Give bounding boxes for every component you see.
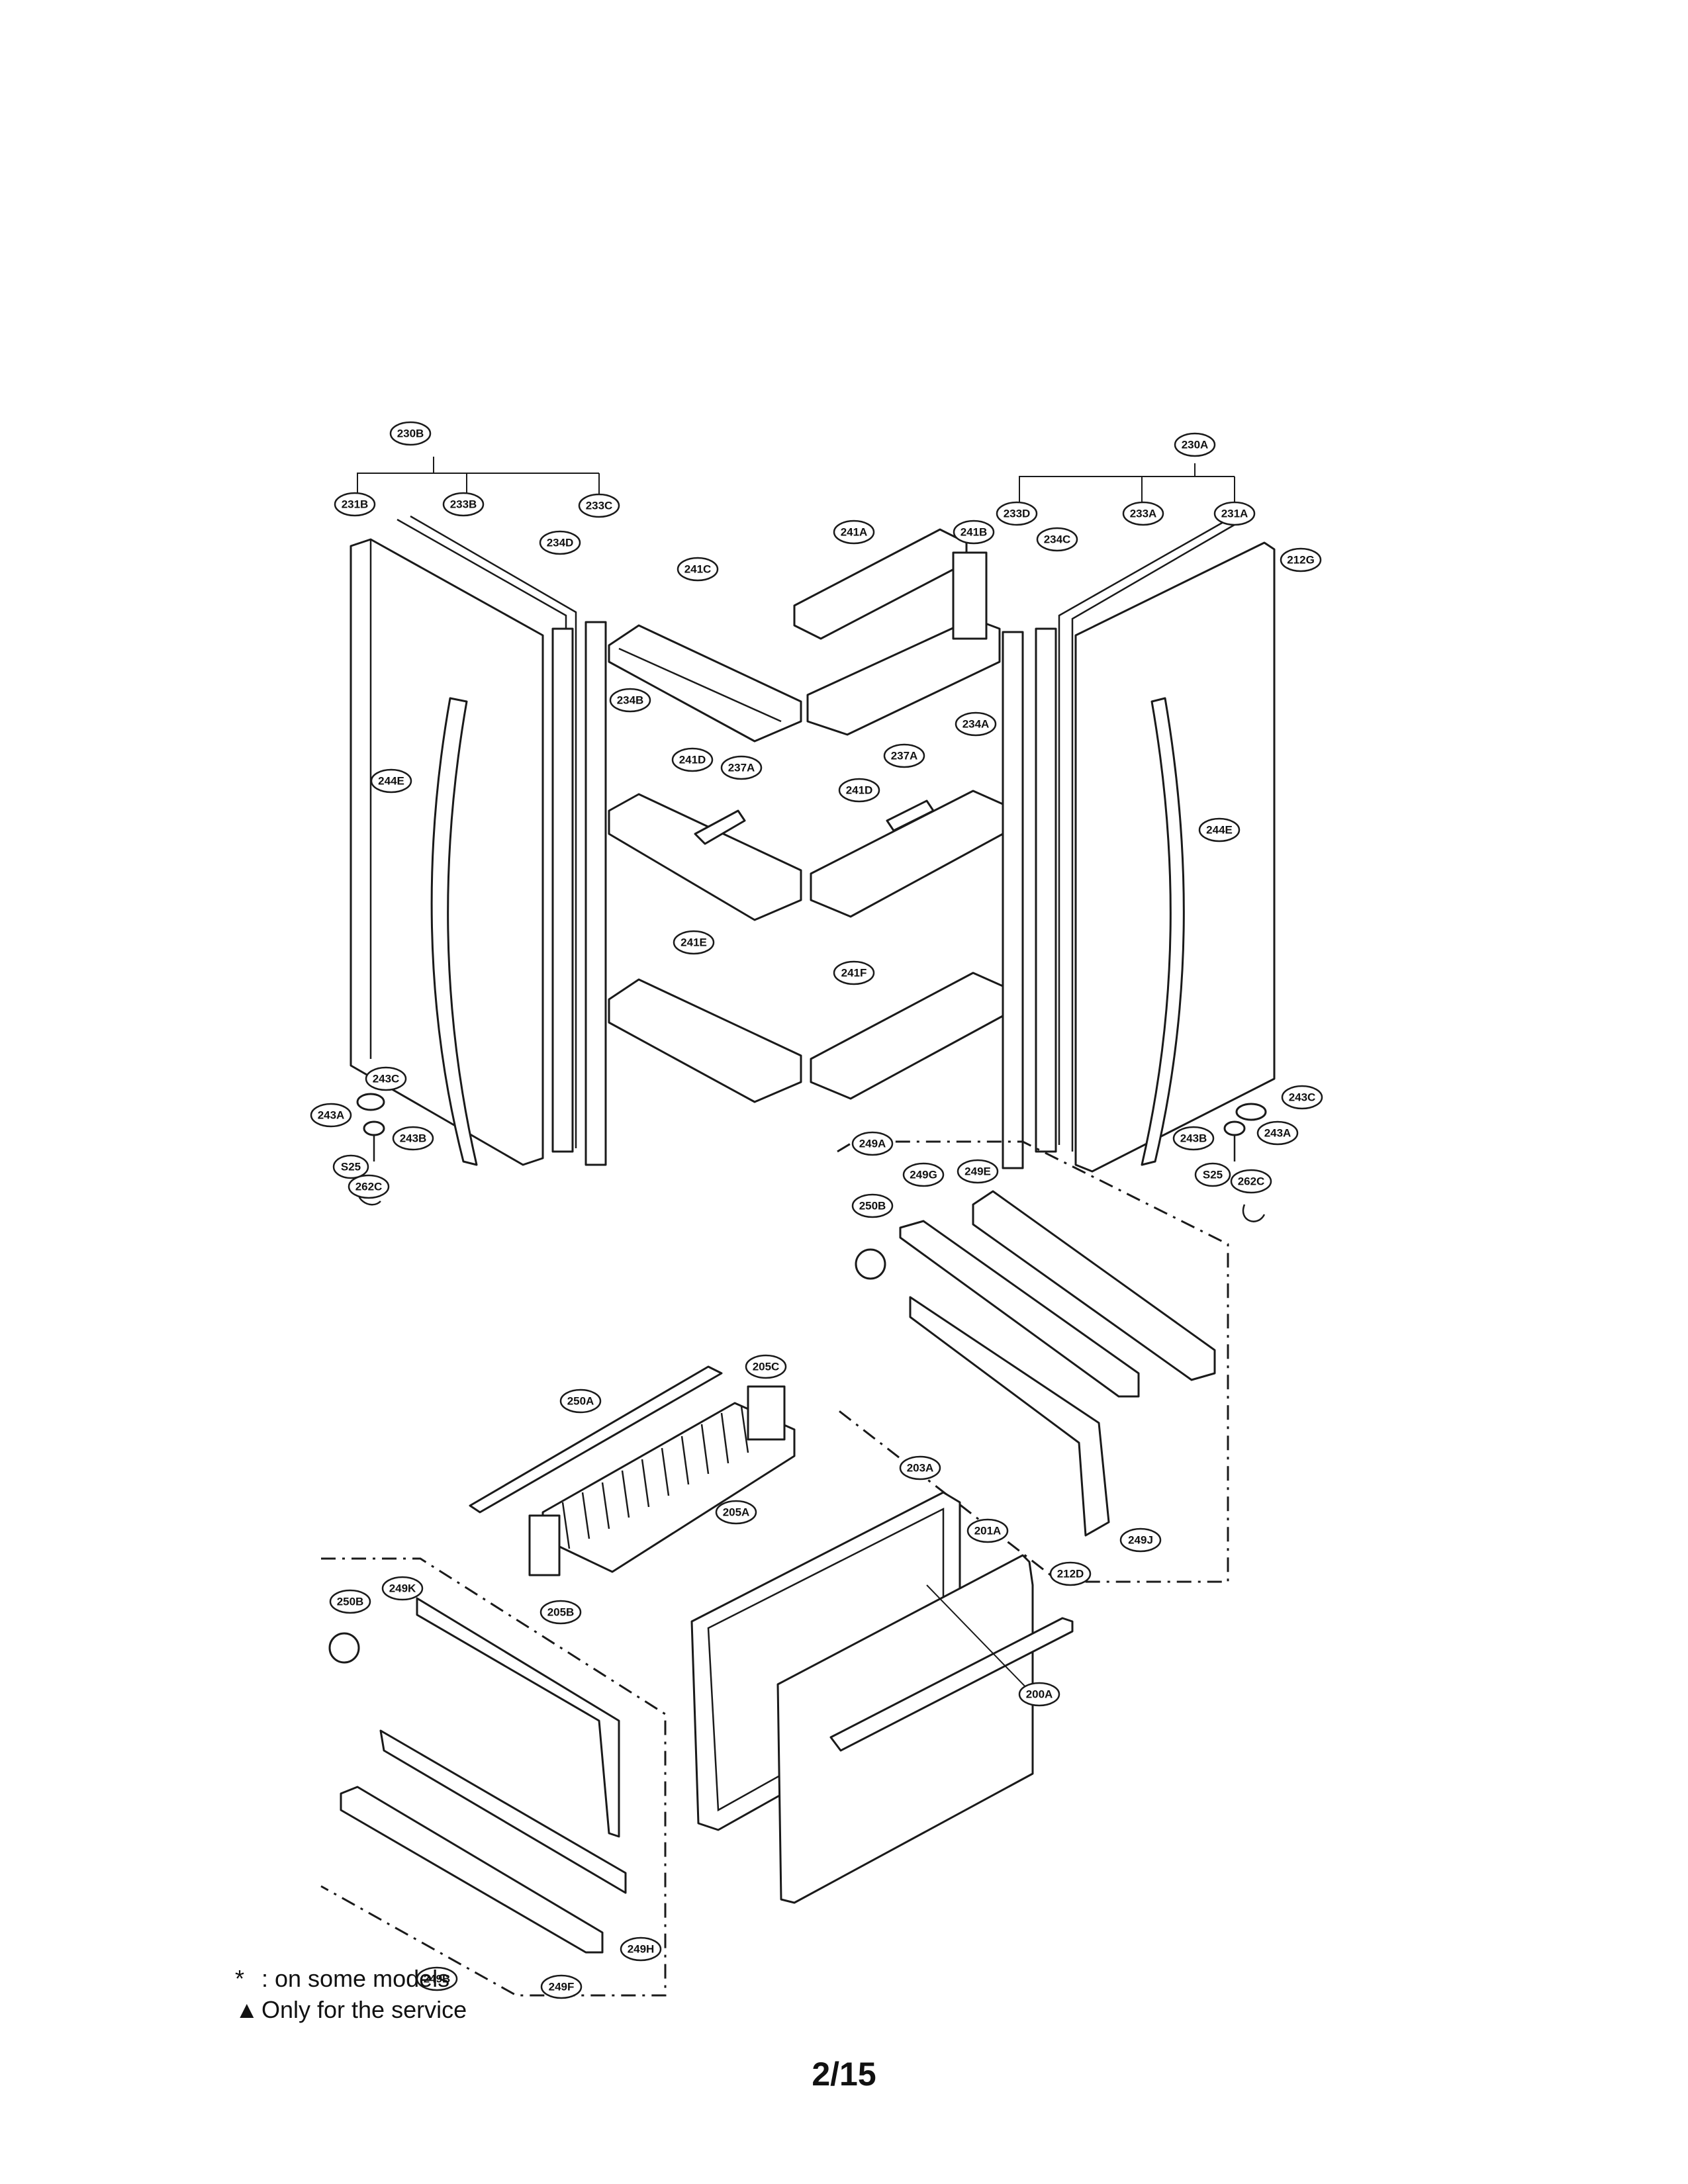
left-door-assembly bbox=[350, 457, 607, 1206]
callout-label: 249B bbox=[424, 1973, 451, 1985]
callout-label: 244E bbox=[378, 775, 404, 788]
callout-label: 249G bbox=[910, 1169, 937, 1181]
left-door-handle bbox=[430, 697, 478, 1166]
callout-label: 243C bbox=[373, 1073, 400, 1085]
page-number: 2/15 bbox=[812, 2056, 876, 2093]
callout-label: 234C bbox=[1044, 533, 1071, 546]
drawer-front-201a bbox=[776, 1554, 1034, 1904]
callout-label: 203A bbox=[907, 1462, 934, 1475]
callout-label: 212G bbox=[1287, 554, 1315, 567]
callout-label: 249A bbox=[859, 1138, 886, 1150]
callout-label: 200A bbox=[1026, 1688, 1053, 1701]
rail-249h bbox=[379, 1729, 627, 1894]
legend-some-models: * : on some models bbox=[235, 1964, 449, 1993]
callout-label: 262C bbox=[355, 1181, 383, 1193]
callout-label: 233C bbox=[586, 500, 613, 512]
rail-group-lower bbox=[320, 1557, 667, 1997]
callout-label: 205C bbox=[753, 1361, 780, 1373]
bracket-249j bbox=[909, 1296, 1110, 1537]
rail-249k bbox=[416, 1597, 620, 1838]
callout-label: 243C bbox=[1289, 1091, 1316, 1104]
callout-label: 230A bbox=[1182, 439, 1209, 451]
callout-label: 233A bbox=[1130, 508, 1157, 520]
callout-label: 250B bbox=[337, 1596, 364, 1608]
callout-label: 234B bbox=[617, 694, 644, 707]
callout-label: 243A bbox=[1264, 1127, 1291, 1140]
callout-label: 244E bbox=[1206, 824, 1233, 837]
right-door-handle bbox=[1141, 697, 1185, 1166]
freezer-drawer bbox=[690, 1491, 1074, 1904]
callout-label: 241B bbox=[961, 526, 988, 539]
callout-label: 231B bbox=[342, 498, 369, 511]
callout-label: 233D bbox=[1004, 508, 1031, 520]
callout-label: 249H bbox=[628, 1943, 655, 1956]
callout-label: 249E bbox=[964, 1165, 991, 1178]
bin-cover-241a bbox=[793, 528, 968, 640]
trim-250a bbox=[469, 1365, 723, 1514]
callout-label: 241D bbox=[679, 754, 706, 766]
callout-label: 241F bbox=[841, 967, 867, 979]
basket-group bbox=[469, 1365, 796, 1576]
callout-label: 233B bbox=[450, 498, 477, 511]
callout-label: 212D bbox=[1057, 1568, 1084, 1580]
rail-249e bbox=[972, 1190, 1216, 1381]
callout-label: 237A bbox=[728, 762, 755, 774]
rail-249f bbox=[340, 1786, 604, 1954]
callout-label: 205B bbox=[547, 1606, 575, 1619]
right-door-strip-233d bbox=[1002, 631, 1024, 1169]
callout-label: 201A bbox=[974, 1525, 1002, 1537]
bin-241c bbox=[608, 624, 802, 743]
divider-237a-right bbox=[886, 799, 935, 832]
callout-label: 241A bbox=[841, 526, 868, 539]
triangle-icon: ▲ bbox=[235, 1996, 259, 2023]
callout-label: 243A bbox=[318, 1109, 345, 1122]
legend-service-only: ▲Only for the service bbox=[235, 1995, 467, 2025]
rail-249g bbox=[899, 1220, 1140, 1398]
right-door-liner-234c bbox=[1035, 627, 1057, 1153]
divider-237a-left bbox=[694, 809, 746, 845]
bracket-205c bbox=[747, 1385, 786, 1441]
callout-label: 249J bbox=[1128, 1534, 1153, 1547]
door-bins bbox=[608, 528, 1004, 1103]
bin-241e bbox=[608, 978, 802, 1103]
legend-some-models-text: : on some models bbox=[261, 1965, 450, 1992]
callout-label: 249F bbox=[549, 1981, 575, 1993]
callout-label: 262C bbox=[1238, 1175, 1265, 1188]
drawer-handle-212d bbox=[829, 1617, 1074, 1752]
bin-241d-left bbox=[608, 793, 802, 921]
callout-label: S25 bbox=[341, 1161, 361, 1173]
callout-label: 249K bbox=[389, 1582, 416, 1595]
callout-label: 230B bbox=[397, 428, 424, 440]
asterisk-symbol: * bbox=[235, 1965, 245, 1992]
callout-label: S25 bbox=[1203, 1169, 1223, 1181]
left-door-liner-234d bbox=[551, 627, 574, 1153]
callout-label: 205A bbox=[723, 1506, 750, 1519]
callout-label: 241C bbox=[684, 563, 712, 576]
left-door-strip-233c bbox=[585, 621, 607, 1166]
callout-label: 234A bbox=[962, 718, 990, 731]
callout-label: 243B bbox=[1180, 1132, 1207, 1145]
bracket-205b bbox=[528, 1514, 561, 1576]
bin-241f bbox=[810, 972, 1004, 1100]
callout-label: 243B bbox=[400, 1132, 427, 1145]
callouts: 230B 231B 233B 233C 234D 234B 244E 243C … bbox=[310, 421, 1323, 1999]
legend-service-text: Only for the service bbox=[261, 1996, 467, 2023]
callout-label: 237A bbox=[891, 750, 918, 762]
callout-label: 234D bbox=[547, 537, 574, 549]
callout-label: 241E bbox=[680, 936, 707, 949]
callout-label: 231A bbox=[1221, 508, 1248, 520]
callout-label: 250A bbox=[567, 1395, 594, 1408]
right-door-gasket bbox=[1058, 518, 1229, 1145]
right-door-assembly bbox=[1002, 463, 1276, 1222]
callout-label: 241D bbox=[846, 784, 873, 797]
callout-label: 250B bbox=[859, 1200, 886, 1212]
lower-rail-boundary bbox=[320, 1557, 667, 1997]
